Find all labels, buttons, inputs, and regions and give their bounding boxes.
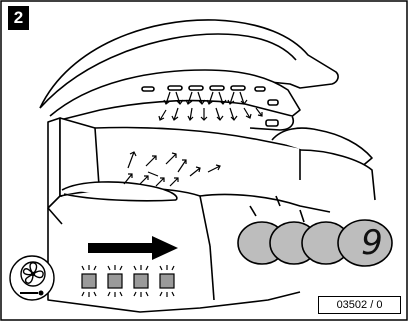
- document-code: 03502 / 0: [318, 296, 401, 314]
- indicator-lamp: [160, 265, 174, 297]
- display-digit: 9: [352, 223, 392, 263]
- indicator-lamp: [82, 265, 96, 297]
- step-number: 2: [8, 6, 29, 30]
- indicator-lamp: [108, 265, 122, 297]
- fan-icon: [10, 256, 54, 300]
- indicator-lamp: [134, 265, 148, 297]
